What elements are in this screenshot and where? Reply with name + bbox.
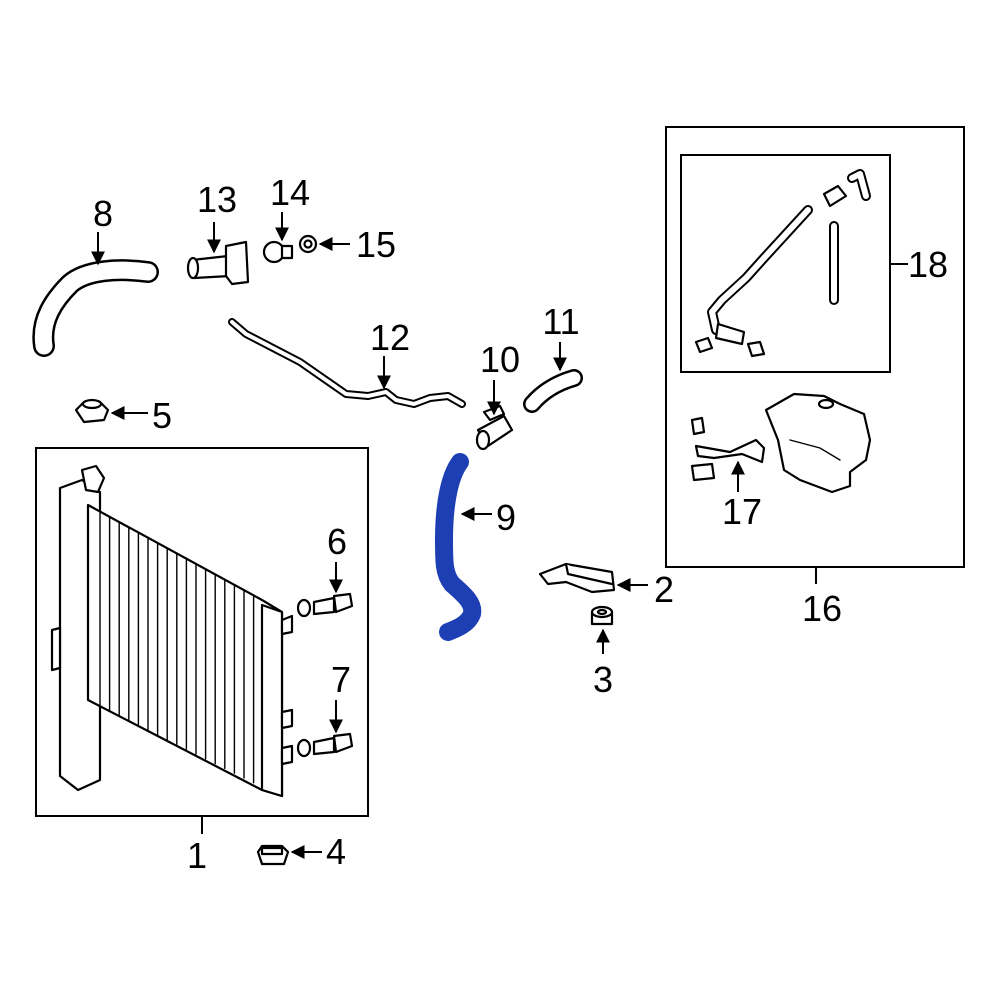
bypass-pipe-icon[interactable] [228, 318, 466, 408]
reservoir-bracket-icon[interactable] [690, 416, 766, 482]
callout-13: 13 [197, 179, 237, 220]
radiator-cap-icon[interactable] [74, 398, 110, 424]
callout-11: 11 [542, 301, 579, 342]
upper-radiator-hose-icon[interactable] [32, 259, 159, 357]
callout-14: 14 [270, 172, 310, 213]
callout-12: 12 [370, 317, 410, 358]
water-inlet-icon[interactable] [186, 240, 250, 286]
callout-3: 3 [593, 659, 613, 700]
callout-10: 10 [480, 339, 520, 380]
callout-5: 5 [152, 395, 172, 436]
bracket-icon[interactable] [538, 562, 616, 594]
small-hose-icon[interactable] [523, 369, 583, 413]
callout-2: 2 [654, 569, 674, 610]
callout-15: 15 [356, 224, 396, 265]
callout-1: 1 [187, 835, 207, 876]
drain-plug-upper-icon[interactable] [296, 592, 354, 618]
callout-16: 16 [802, 588, 842, 629]
thermostat-icon[interactable] [262, 240, 294, 264]
callout-8: 8 [93, 193, 113, 234]
callout-9: 9 [496, 497, 516, 538]
reservoir-cap-icon[interactable] [256, 844, 290, 866]
reservoir-tank-icon[interactable] [764, 392, 872, 494]
radiator-icon[interactable] [50, 464, 294, 798]
callout-4: 4 [326, 831, 346, 872]
lower-radiator-hose-icon[interactable] [435, 453, 482, 641]
water-outlet-fitting-icon[interactable] [475, 404, 514, 451]
callout-6: 6 [327, 521, 347, 562]
drain-plug-lower-icon[interactable] [296, 732, 354, 758]
callout-18: 18 [908, 244, 948, 285]
callout-7: 7 [331, 659, 351, 700]
callout-17: 17 [722, 491, 762, 532]
cushion-icon[interactable] [590, 605, 614, 626]
gasket-icon[interactable] [298, 234, 318, 254]
reservoir-hose-icon[interactable] [694, 169, 871, 358]
